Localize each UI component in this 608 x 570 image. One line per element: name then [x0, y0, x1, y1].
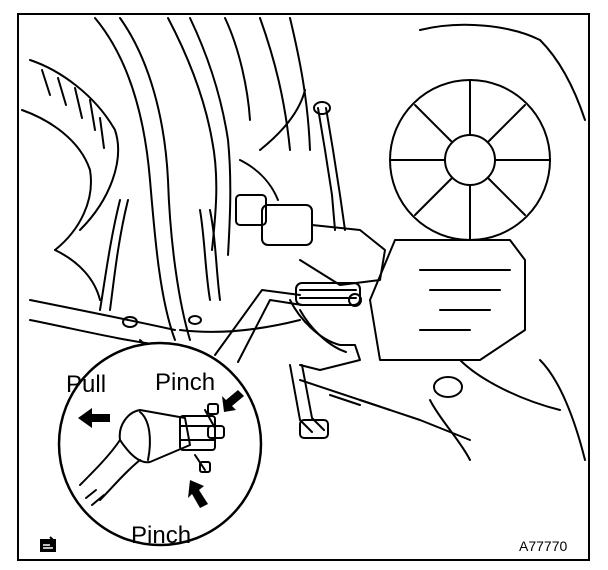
detail-magnifier	[57, 341, 263, 547]
hose-connector-detail	[79, 403, 225, 506]
pinch-label-bottom: Pinch	[131, 522, 192, 549]
arrows	[78, 390, 244, 508]
figure-code: A77770	[519, 538, 568, 554]
pinch-label-top: Pinch	[155, 369, 216, 396]
engine-linework	[21, 17, 586, 461]
pull-arrow-icon	[78, 408, 110, 428]
hand-note-icon	[40, 536, 56, 552]
pinch-arrow-up-icon	[188, 480, 208, 508]
pull-label: Pull	[66, 371, 107, 398]
pinch-arrow-down-icon	[222, 390, 244, 412]
